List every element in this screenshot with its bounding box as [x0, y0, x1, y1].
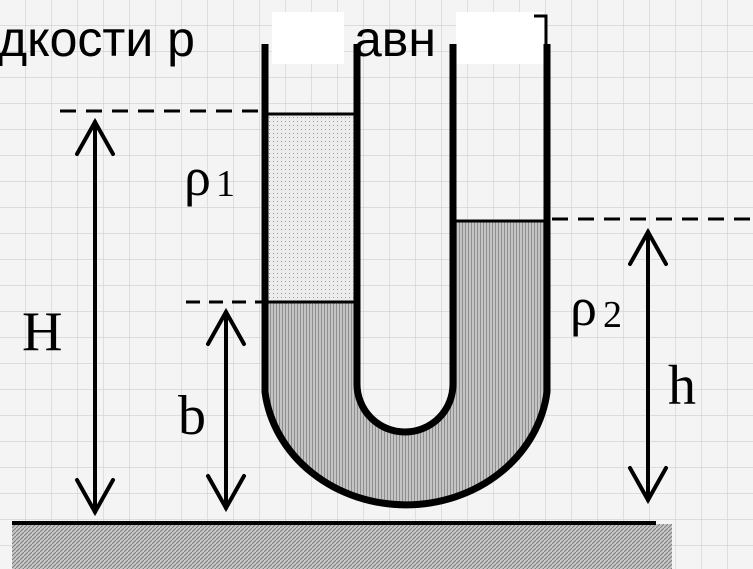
slide-title-fragment-mid: авн	[354, 11, 436, 67]
title-cover-left	[272, 12, 344, 64]
label-rho2: ρ	[570, 277, 597, 337]
tube-inner-wall	[353, 44, 457, 436]
arrow-H	[75, 117, 115, 517]
label-H: H	[22, 301, 62, 363]
label-b: b	[178, 385, 206, 447]
slide-title-fragment-left: дкости р	[0, 11, 195, 67]
arrow-h	[628, 227, 668, 505]
label-h: h	[668, 355, 696, 417]
ground-hatch	[12, 524, 672, 569]
title-cover-right	[456, 12, 544, 64]
label-rho1-subscript: 1	[216, 163, 235, 205]
liquid-rho2	[265, 221, 547, 505]
liquid-rho1	[265, 114, 357, 302]
label-rho2-subscript: 2	[603, 294, 622, 336]
tube-outer-wall	[261, 44, 551, 509]
label-rho1: ρ	[184, 147, 211, 207]
arrow-b	[206, 307, 246, 513]
